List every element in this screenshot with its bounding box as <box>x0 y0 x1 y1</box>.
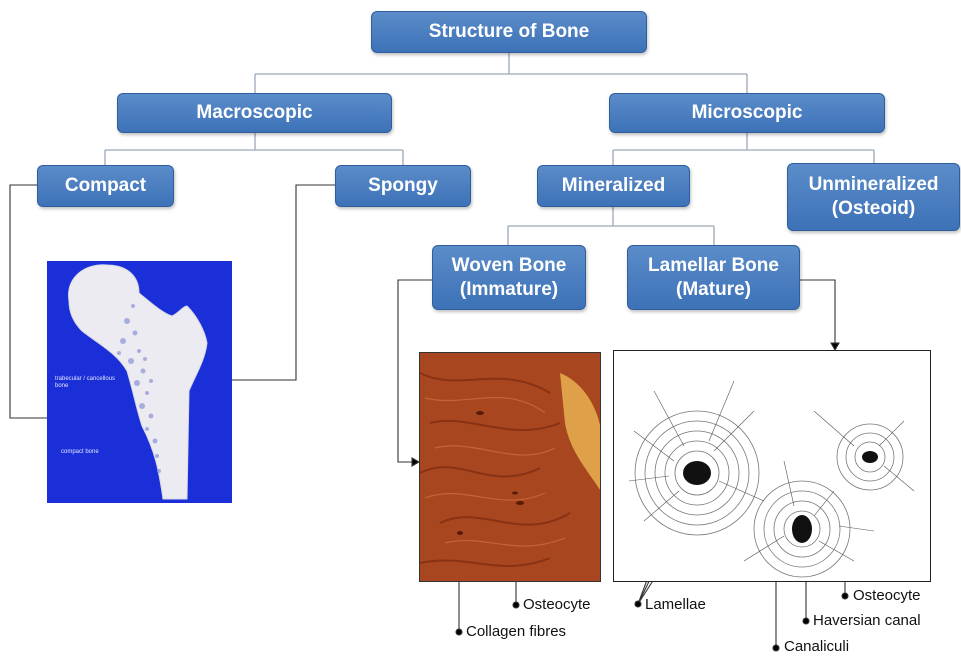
node-spongy: Spongy <box>335 165 471 207</box>
collagen-fibres-label: Collagen fibres <box>466 623 566 640</box>
lamellar-bone-drawing <box>613 350 931 582</box>
lamellae-label: Lamellae <box>645 596 706 613</box>
woven-osteocyte-label: Osteocyte <box>523 596 591 613</box>
node-structure-of-bone: Structure of Bone <box>371 11 647 53</box>
trabecular-bone-label: trabecular / cancellous bone <box>55 376 117 390</box>
node-lamellar-bone: Lamellar Bone (Mature) <box>627 245 800 310</box>
node-mineralized: Mineralized <box>537 165 690 207</box>
canaliculi-label: Canaliculi <box>784 638 849 655</box>
node-unmineralized: Unmineralized (Osteoid) <box>787 163 960 231</box>
lamellar-osteocyte-label: Osteocyte <box>853 587 921 604</box>
node-microscopic: Microscopic <box>609 93 885 133</box>
woven-bone-tissue-image <box>419 352 601 582</box>
node-woven-bone: Woven Bone (Immature) <box>432 245 586 310</box>
node-macroscopic: Macroscopic <box>117 93 392 133</box>
haversian-canal-label: Haversian canal <box>813 612 921 629</box>
compact-bone-label: compact bone <box>61 449 105 456</box>
node-compact: Compact <box>37 165 174 207</box>
femur-section-image: trabecular / cancellous bone compact bon… <box>47 261 232 503</box>
